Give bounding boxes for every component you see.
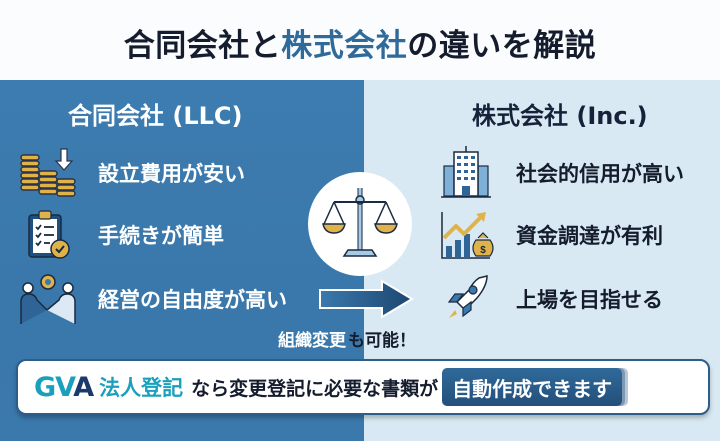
organization-change-note: 組織変更も可能！ [276, 326, 416, 351]
title-part-inc: 株式会社 [281, 27, 408, 64]
logo-a: A [73, 371, 94, 403]
note-rest: も可能！ [348, 331, 416, 351]
title-part-rest: の違いを解説 [407, 27, 597, 64]
inc-item-label: 上場を目指せる [516, 288, 663, 312]
arrow-right-icon [319, 279, 414, 319]
gva-logo: GVA [34, 371, 94, 403]
handshake-gear-icon [18, 272, 78, 326]
logo-gv: GV [34, 371, 74, 403]
llc-item-cost: 設立費用が安い [18, 146, 245, 200]
inc-item-label: 社会的信用が高い [516, 162, 684, 186]
inc-item-label: 資金調達が有利 [516, 224, 663, 248]
svg-text:$: $ [480, 245, 486, 256]
growth-chart-money-icon: $ [436, 208, 496, 262]
coins-down-icon [18, 146, 78, 200]
rocket-icon [436, 272, 496, 326]
note-highlight: 組織変更 [276, 331, 348, 351]
office-building-icon [436, 146, 496, 200]
llc-item-procedure: 手続きが簡単 [18, 208, 224, 262]
auto-generate-button[interactable]: 自動作成できます [442, 368, 623, 406]
inc-item-credit: 社会的信用が高い [436, 146, 684, 200]
llc-item-label: 経営の自由度が高い [98, 288, 287, 312]
header: 合同会社と株式会社の違いを解説 [0, 0, 720, 80]
inc-item-ipo: 上場を目指せる [436, 272, 663, 326]
llc-item-label: 設立費用が安い [98, 162, 245, 186]
inc-title: 株式会社 (Inc.) [472, 102, 648, 130]
product-name: 法人登記 [99, 376, 184, 400]
page-title: 合同会社と株式会社の違いを解説 [124, 20, 597, 65]
banner-text: なら変更登記に必要な書類が [191, 377, 439, 400]
balance-scale-badge [308, 172, 412, 276]
title-part-llc: 合同会社と [123, 27, 282, 64]
llc-item-label: 手続きが簡単 [98, 224, 224, 248]
balance-scale-icon [322, 188, 398, 257]
gva-banner[interactable]: GVA 法人登記 なら変更登記に必要な書類が 自動作成できます [16, 359, 710, 415]
clipboard-check-icon [18, 208, 78, 262]
llc-title: 合同会社 (LLC) [68, 102, 243, 130]
llc-item-freedom: 経営の自由度が高い [18, 272, 287, 326]
inc-item-funding: $ 資金調達が有利 [436, 208, 663, 262]
